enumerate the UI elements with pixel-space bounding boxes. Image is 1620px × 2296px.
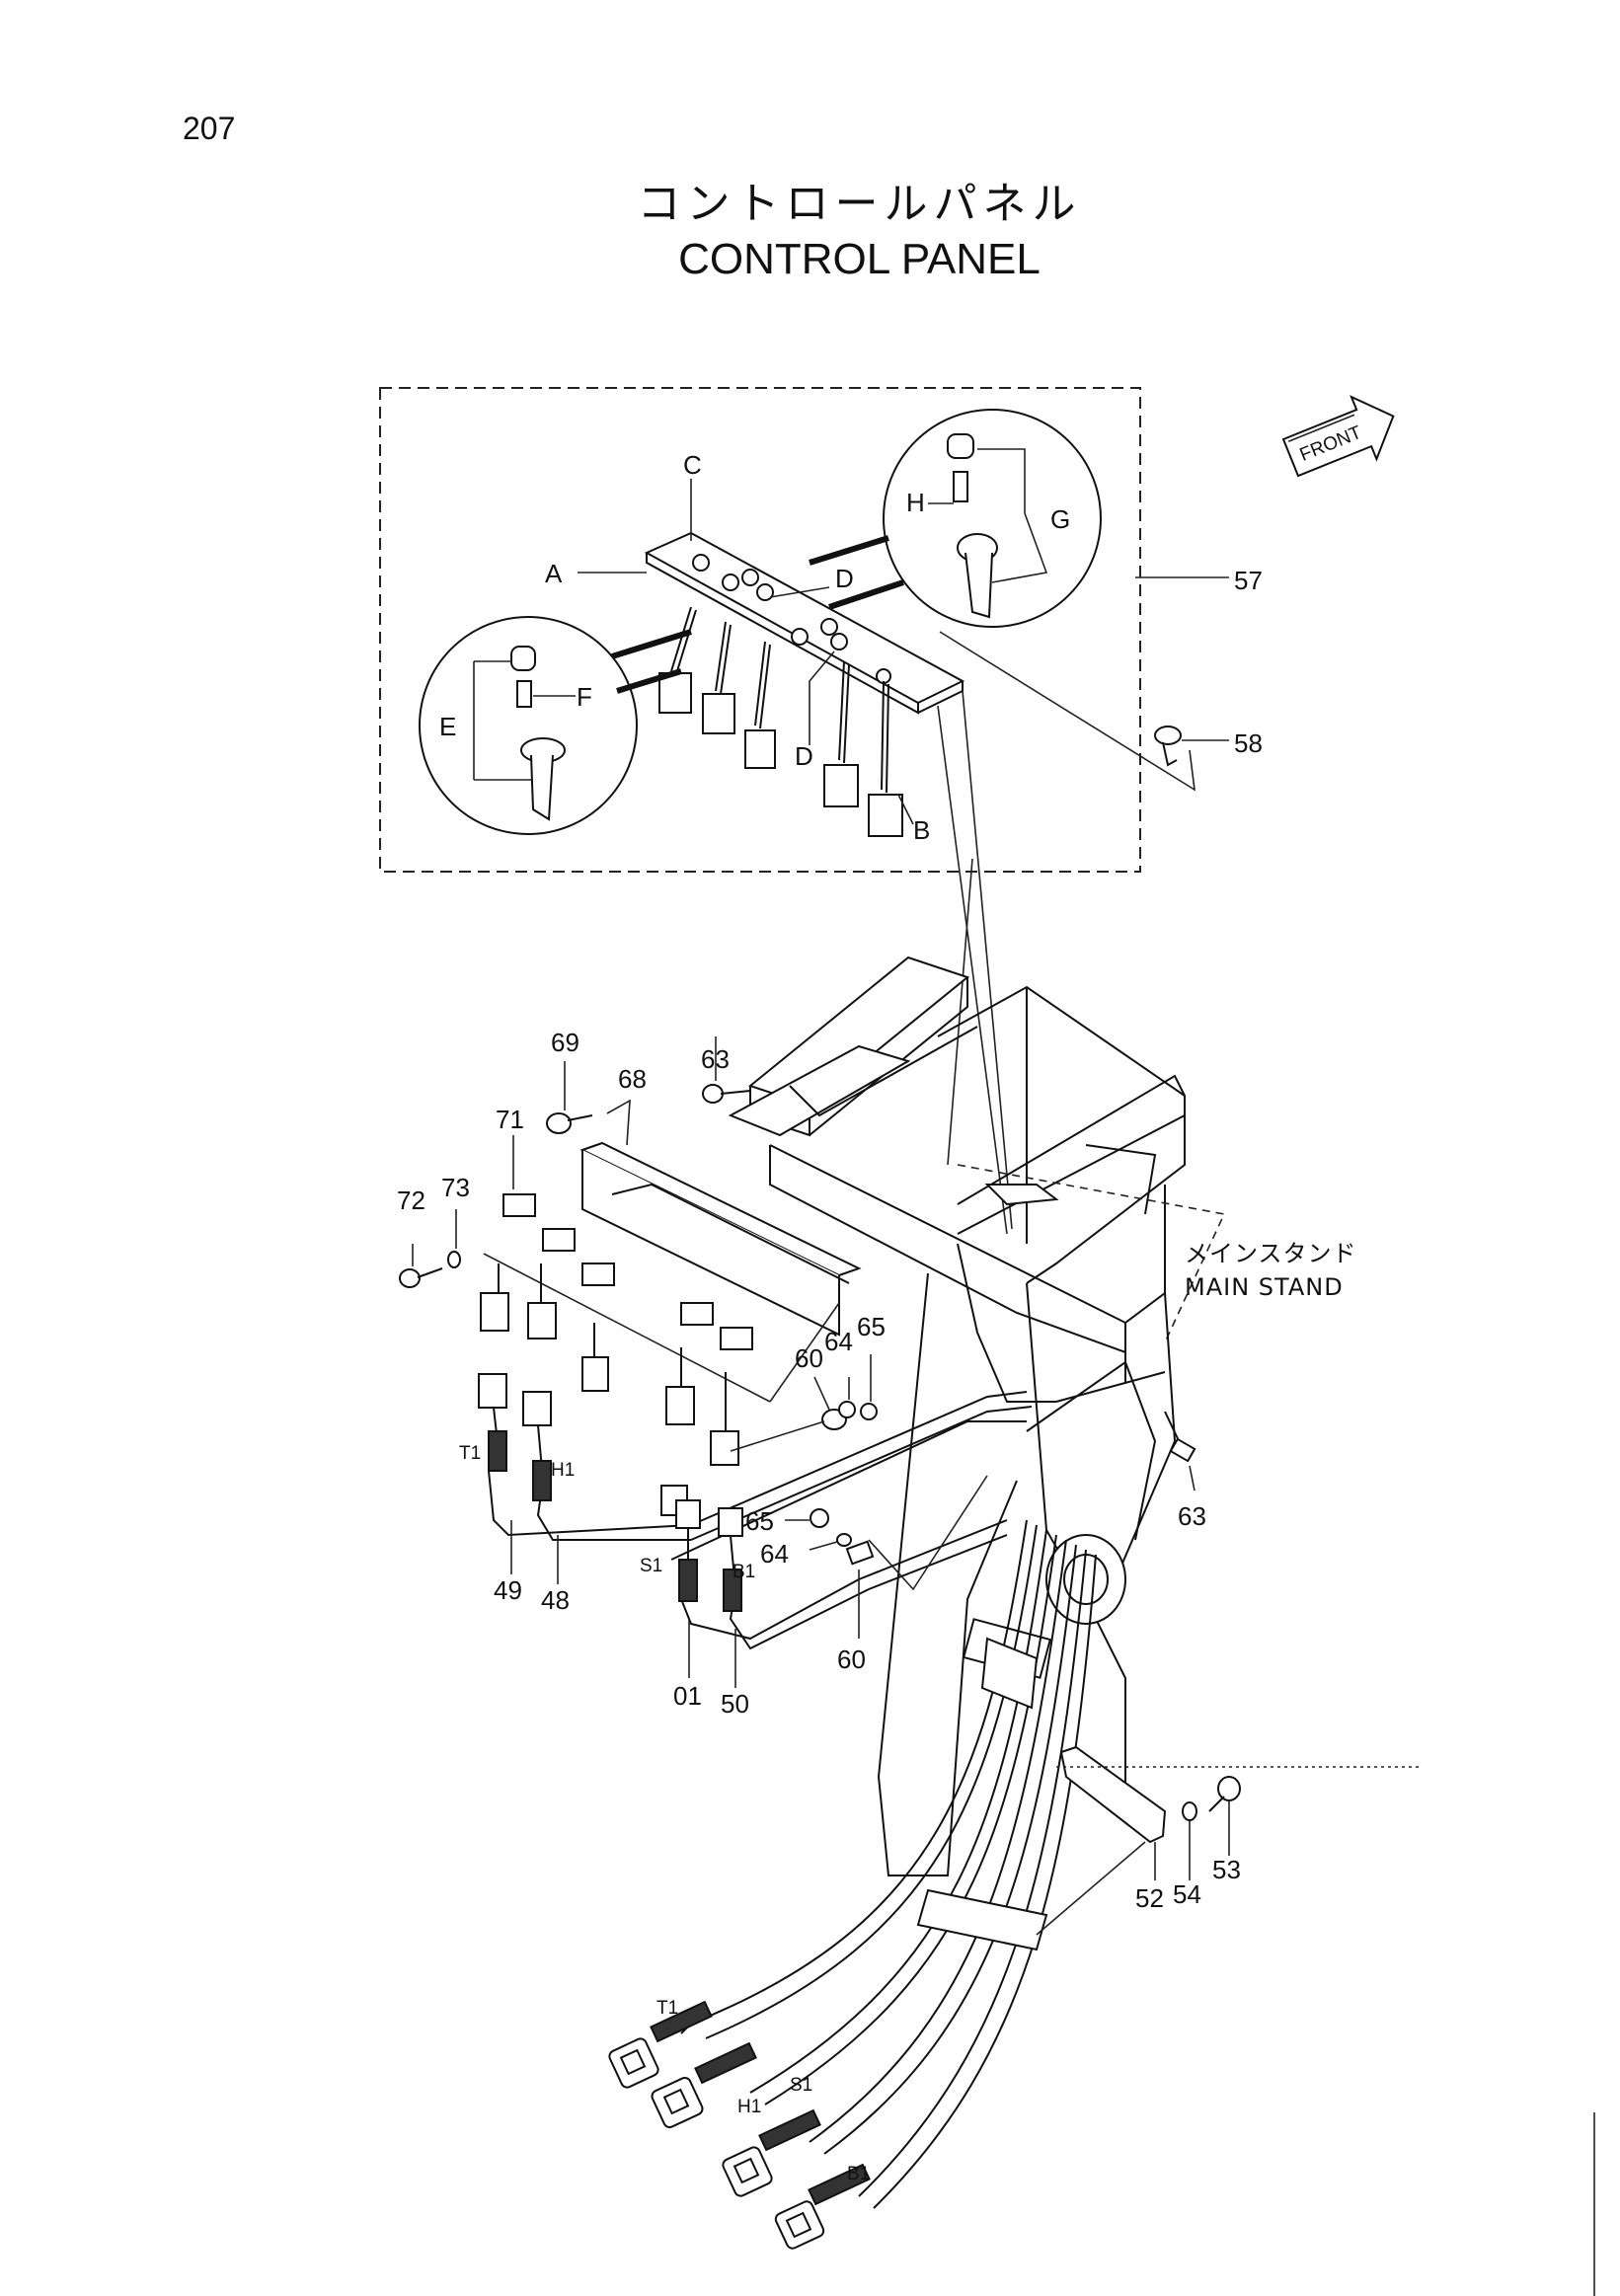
main-stand-label-japanese: メインスタンド: [1185, 1240, 1357, 1267]
callout-d1: D: [835, 564, 854, 593]
connector-label-t1-bottom: T1: [656, 1998, 678, 2019]
callout-52: 52: [1135, 1883, 1164, 1913]
callout-53: 53: [1212, 1855, 1241, 1884]
callout-64-lower: 64: [760, 1539, 789, 1569]
callout-73: 73: [441, 1173, 470, 1202]
connectors-s1-b1-top: [675, 1499, 1008, 1650]
callout-g: G: [1050, 504, 1070, 534]
connector-label-h1-bottom: H1: [737, 2097, 761, 2117]
callout-60-upper: 60: [795, 1343, 823, 1373]
washer-73: [447, 1209, 461, 1268]
callout-63-lower: 63: [1178, 1501, 1206, 1531]
clips-71: [483, 1135, 840, 1403]
callout-b: B: [913, 815, 930, 845]
control-plate: [644, 531, 965, 837]
connector-label-h1-top: H1: [551, 1460, 575, 1481]
callout-58: 58: [1234, 728, 1263, 758]
callout-69: 69: [551, 1028, 579, 1057]
detail-circle-g-h: [809, 409, 1102, 628]
title-japanese: コントロールパネル: [637, 179, 1082, 229]
callout-64-upper: 64: [824, 1327, 853, 1356]
connectors-t1-h1-top: [478, 1373, 692, 1541]
cable-bundle: [680, 1519, 1097, 2209]
screw-72: [399, 1244, 443, 1288]
callout-e: E: [439, 712, 456, 741]
bolt-53: [1208, 1776, 1241, 1856]
washer-54: [1182, 1801, 1197, 1880]
title-english: CONTROL PANEL: [678, 235, 1041, 283]
callout-a: A: [545, 559, 563, 588]
bolt-63-upper: [702, 1036, 751, 1104]
callout-60-lower: 60: [837, 1645, 866, 1674]
detail-box: [379, 387, 1141, 873]
callout-71: 71: [496, 1105, 524, 1134]
callout-54: 54: [1173, 1879, 1201, 1909]
main-stand-label-english: MAIN STAND: [1185, 1273, 1344, 1301]
callout-49: 49: [494, 1575, 522, 1605]
connector-label-t1-top: T1: [459, 1443, 481, 1464]
connector-label-s1-bottom: S1: [790, 2075, 812, 2096]
connector-label-b1-top: B1: [733, 1562, 755, 1582]
detail-circle-e-f: [419, 616, 692, 835]
connectors-bottom: [608, 2000, 871, 2250]
bracket-52: [1036, 1745, 1422, 1936]
nut-65-upper: [860, 1354, 878, 1420]
callout-h: H: [906, 488, 925, 517]
callout-63-upper: 63: [701, 1044, 730, 1074]
callout-65-upper: 65: [857, 1312, 886, 1341]
callout-f: F: [577, 682, 592, 712]
callout-50: 50: [721, 1689, 749, 1719]
washer-64-lower: [809, 1533, 852, 1551]
bracket-68: [546, 1061, 862, 1337]
page-number: 207: [183, 111, 236, 146]
connector-label-b1-bottom: B1: [847, 2164, 870, 2184]
callout-68: 68: [618, 1064, 647, 1094]
clamp-60-upper: [730, 1376, 847, 1452]
washer-64-upper: [838, 1377, 856, 1418]
callout-c: C: [683, 450, 702, 480]
callout-72: 72: [397, 1186, 425, 1215]
callout-57: 57: [1234, 566, 1263, 595]
callout-d2: D: [795, 741, 813, 771]
connector-label-s1-top: S1: [640, 1556, 662, 1576]
callout-65-lower: 65: [745, 1506, 774, 1536]
callout-48: 48: [541, 1585, 570, 1615]
clamp-60-lower: [845, 1475, 988, 1639]
nut-65-lower: [785, 1508, 829, 1528]
front-arrow-icon: FRONT: [1281, 395, 1395, 478]
callout-01: 01: [673, 1681, 702, 1711]
bolt-58: [939, 631, 1229, 792]
bolt-63-lower: [1164, 1411, 1196, 1492]
harness-connectors: [480, 1263, 739, 1466]
